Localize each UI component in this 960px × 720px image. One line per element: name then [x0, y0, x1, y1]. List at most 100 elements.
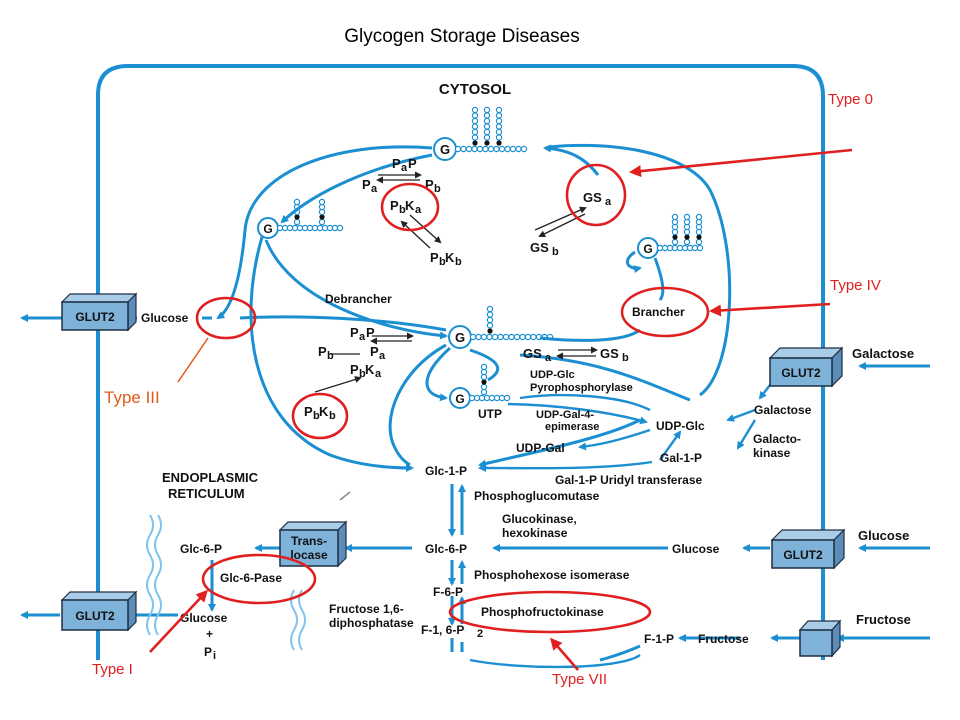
er-label-2: RETICULUM: [168, 486, 245, 501]
svg-text:K: K: [445, 250, 455, 265]
epimerase-label-2: epimerase: [545, 421, 599, 433]
glycogen-middle: G: [448, 325, 472, 349]
svg-text:a: a: [371, 183, 378, 195]
glycogen-chains: [276, 106, 704, 402]
svg-text:P: P: [204, 645, 212, 659]
cell-membrane: [96, 64, 825, 660]
svg-text:a: a: [605, 196, 612, 208]
glycogen-left: G: [257, 217, 279, 239]
svg-text:a: a: [375, 368, 382, 380]
svg-text:F-1, 6-P: F-1, 6-P: [421, 623, 464, 637]
udpglc-label: UDP-Glc: [656, 419, 705, 433]
gsb-top-label: GS b: [530, 240, 559, 258]
debrancher-label: Debrancher: [325, 292, 392, 306]
svg-text:a: a: [545, 352, 552, 364]
pbka-mid-label: P b K a: [350, 362, 382, 380]
annotation-type-i: Type I: [92, 661, 133, 678]
svg-text:b: b: [434, 183, 441, 195]
annotation-arrows: [149, 148, 853, 671]
svg-text:b: b: [455, 256, 462, 268]
pbkb-top-label: P b K b: [430, 250, 462, 268]
svg-text:K: K: [319, 404, 329, 419]
udpgal-label: UDP-Gal: [516, 441, 565, 455]
glut2-right-glucose: GLUT2: [770, 528, 846, 570]
svg-text:b: b: [439, 256, 446, 268]
highlight-glc6pase: [201, 553, 317, 605]
svg-text:b: b: [622, 352, 629, 364]
er-membrane-wave-right-2: [298, 589, 306, 651]
svg-text:GS: GS: [523, 346, 542, 361]
cytosol-label: CYTOSOL: [439, 81, 511, 98]
fructose-inner-label: Fructose: [698, 632, 749, 646]
annotation-type-0: Type 0: [828, 91, 873, 108]
glc6pase-label: Glc-6-Pase: [220, 571, 282, 585]
galactose-outside-label: Galactose: [852, 346, 914, 361]
glut2-left-bottom: GLUT2: [60, 590, 138, 632]
glycogen-lower: G: [449, 387, 471, 409]
f6p-label: F-6-P: [433, 585, 463, 599]
phosphoglucomutase-label: Phosphoglucomutase: [474, 489, 600, 503]
pa-mid-label: P a: [370, 344, 386, 362]
fbpase-label-1: Fructose 1,6-: [329, 602, 404, 616]
svg-text:P: P: [408, 156, 417, 171]
udpglc-pyro-label-2: Pyrophosphorylase: [530, 382, 633, 394]
svg-text:GS: GS: [600, 346, 619, 361]
glycogen-right: G: [637, 237, 659, 259]
svg-text:GLUT2: GLUT2: [781, 366, 821, 380]
svg-text:a: a: [401, 162, 408, 174]
svg-text:Trans-: Trans-: [291, 534, 327, 548]
diagram-title: Glycogen Storage Diseases: [344, 26, 580, 47]
gsb-mid-label: GS b: [600, 346, 629, 364]
svg-text:P: P: [370, 344, 379, 359]
er-membrane-wave-left-2: [154, 514, 162, 636]
fructose-transporter: [798, 619, 842, 658]
glucose-left-label: Glucose: [141, 311, 189, 325]
svg-text:b: b: [359, 368, 366, 380]
utp-label: UTP: [478, 407, 502, 421]
svg-text:P: P: [318, 344, 327, 359]
glucose-right-inner-label: Glucose: [672, 542, 720, 556]
glucose-outside-label: Glucose: [858, 528, 909, 543]
glycogen-g-label: G: [455, 330, 465, 345]
svg-text:K: K: [405, 198, 415, 213]
highlight-pbka: [380, 182, 440, 232]
svg-text:GLUT2: GLUT2: [75, 310, 115, 324]
disease-highlights: [195, 163, 710, 634]
pb-top-label: P b: [425, 177, 441, 195]
galactose-inner-label: Galactose: [754, 403, 812, 417]
glc6p-er-label: Glc-6-P: [180, 542, 222, 556]
glucokinase-label-1: Glucokinase,: [502, 512, 577, 526]
svg-text:a: a: [415, 204, 422, 216]
glc1p-label: Glc-1-P: [425, 464, 467, 478]
pbka-top-label: P b K a: [390, 198, 422, 216]
f16p2-label: F-1, 6-P 2: [421, 623, 483, 640]
svg-text:a: a: [379, 350, 386, 362]
epimerase-label-1: UDP-Gal-4-: [536, 409, 594, 421]
glucokinase-label-2: hexokinase: [502, 526, 568, 540]
svg-text:P: P: [304, 404, 313, 419]
annotation-type-iii: Type III: [104, 388, 160, 407]
svg-text:b: b: [327, 350, 334, 362]
highlight-gsa: [565, 163, 627, 227]
svg-text:P: P: [392, 156, 401, 171]
gal1p-label: Gal-1-P: [660, 451, 702, 465]
svg-text:i: i: [213, 650, 216, 662]
glycogen-top: G: [433, 137, 457, 161]
svg-text:K: K: [365, 362, 375, 377]
svg-text:P: P: [350, 362, 359, 377]
svg-text:locase: locase: [290, 548, 328, 562]
svg-text:GLUT2: GLUT2: [783, 548, 823, 562]
svg-text:b: b: [399, 204, 406, 216]
glycogen-g-label: G: [440, 142, 450, 157]
glucose-er-label: Glucose: [180, 611, 228, 625]
fbpase-label-2: diphosphatase: [329, 616, 414, 630]
svg-text:GLUT2: GLUT2: [75, 609, 115, 623]
svg-text:P: P: [430, 250, 439, 265]
annotation-type-vii: Type VII: [552, 671, 607, 688]
galactokinase-label-1: Galacto-: [753, 432, 801, 446]
galactokinase-label-2: kinase: [753, 446, 791, 460]
pfk-label: Phosphofructokinase: [481, 605, 604, 619]
f1p-label: F-1-P: [644, 632, 674, 646]
psp-top-label: P a P: [392, 156, 417, 174]
svg-text:P: P: [366, 325, 375, 340]
